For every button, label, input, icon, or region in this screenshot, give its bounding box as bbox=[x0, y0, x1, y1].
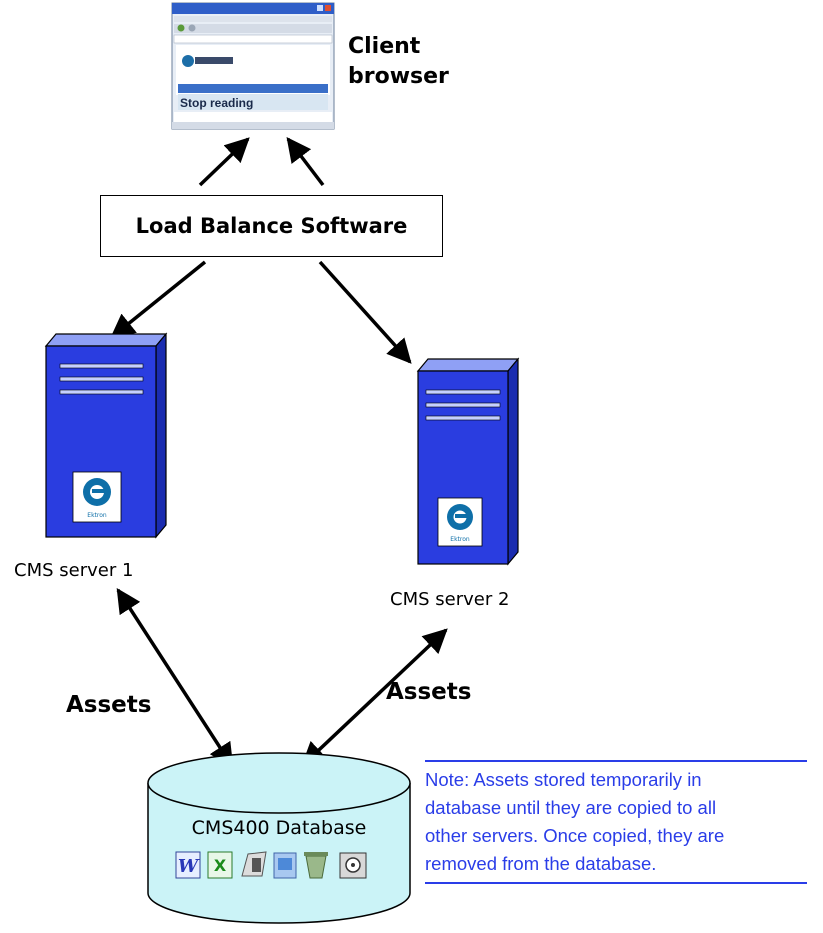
arrow-server2-database bbox=[301, 628, 448, 767]
svg-text:Ektron: Ektron bbox=[87, 512, 107, 519]
database-label: CMS400 Database bbox=[191, 817, 367, 839]
word-icon: W bbox=[175, 851, 201, 879]
note-line: database until they are copied to all bbox=[425, 797, 717, 818]
server-2-label: CMS server 2 bbox=[390, 589, 510, 610]
arrow-lb-to-browser-left bbox=[198, 137, 250, 187]
client-browser-window: Stop reading bbox=[171, 2, 335, 130]
load-balancer-box: Load Balance Software bbox=[100, 195, 443, 257]
arrow-lb-to-server2 bbox=[318, 260, 412, 364]
note-line: Note: Assets stored temporarily in bbox=[425, 769, 702, 790]
server-2-tower: Ektron bbox=[416, 357, 520, 566]
arrow-lb-to-server1 bbox=[110, 260, 207, 339]
note-box: Note: Assets stored temporarily in datab… bbox=[425, 760, 807, 884]
client-browser-label: Client browser bbox=[348, 34, 449, 89]
svg-text:X: X bbox=[214, 856, 227, 875]
load-balancer-label: Load Balance Software bbox=[135, 214, 408, 238]
server-1-label: CMS server 1 bbox=[14, 560, 134, 581]
image-icon bbox=[273, 852, 297, 879]
arrow-lb-to-browser-right bbox=[286, 137, 325, 187]
document-icon bbox=[241, 851, 267, 877]
excel-icon: X bbox=[207, 851, 233, 879]
assets-label-right: Assets bbox=[386, 679, 472, 705]
svg-text:W: W bbox=[178, 856, 200, 877]
media-icon bbox=[339, 852, 367, 879]
svg-text:Stop reading: Stop reading bbox=[180, 96, 253, 110]
arrow-server1-database bbox=[116, 587, 234, 769]
server-1-tower: Ektron bbox=[44, 332, 168, 539]
svg-text:Ektron: Ektron bbox=[450, 536, 470, 543]
note-line: other servers. Once copied, they are bbox=[425, 825, 725, 846]
note-line: removed from the database. bbox=[425, 853, 657, 874]
assets-label-left: Assets bbox=[66, 692, 152, 718]
recycle-icon bbox=[304, 852, 328, 879]
